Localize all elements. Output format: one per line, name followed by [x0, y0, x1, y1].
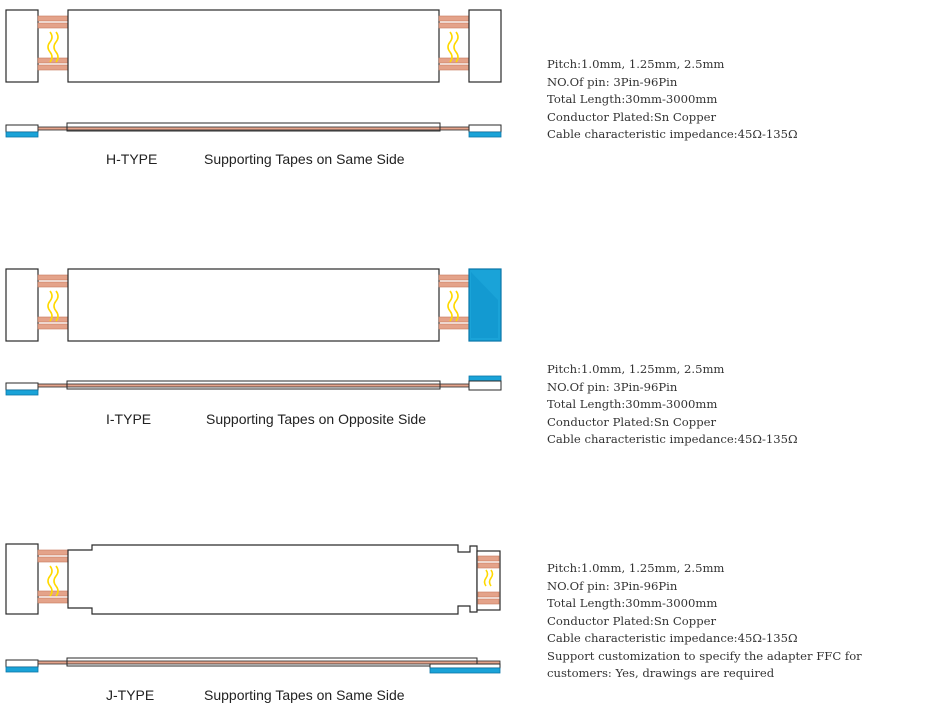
left-exposed-conductors: [37, 549, 69, 604]
spec-line: NO.Of pin: 3Pin-96Pin: [547, 74, 678, 89]
left-tape-blue: [5, 389, 39, 396]
spec-line: Cable characteristic impedance:45Ω-135Ω: [547, 127, 798, 141]
cable-profile: [37, 126, 470, 131]
right-tape-blue: [468, 375, 502, 382]
right-break-squiggle-2: [488, 569, 494, 587]
h-type-spec-list: Pitch:1.0mm, 1.25mm, 2.5mm NO.Of pin: 3P…: [547, 56, 798, 144]
left-tape: [5, 382, 39, 391]
spec-line: Support customization to specify the ada…: [547, 648, 862, 663]
i-type-side-view: [5, 375, 502, 396]
right-tape-blue: [429, 667, 501, 674]
right-break-squiggle-2: [453, 31, 459, 63]
right-exposed-conductors: [438, 274, 470, 330]
cable-profile: [37, 660, 501, 665]
spec-line: NO.Of pin: 3Pin-96Pin: [547, 578, 678, 593]
left-stiffener: [5, 268, 39, 342]
spec-line: Total Length:30mm-3000mm: [547, 397, 718, 411]
j-type-desc: Supporting Tapes on Same Side: [204, 687, 405, 703]
cable-body: [67, 268, 440, 342]
left-tape-blue: [5, 131, 39, 138]
right-tape-blue: [468, 131, 502, 138]
spec-line: Cable characteristic impedance:45Ω-135Ω: [547, 432, 798, 446]
j-type-drawing: [5, 543, 501, 674]
left-tape: [5, 659, 39, 668]
spec-line: Conductor Plated:Sn Copper: [547, 613, 717, 628]
left-stiffener: [5, 543, 39, 615]
left-break-squiggle-2: [53, 31, 59, 63]
left-break-squiggle: [47, 565, 53, 597]
left-break-squiggle: [47, 290, 53, 322]
spec-line: Pitch:1.0mm, 1.25mm, 2.5mm: [547, 561, 725, 575]
cable-profile-inner: [66, 380, 441, 390]
spec-line: Conductor Plated:Sn Copper: [547, 414, 717, 429]
h-type-drawing: [5, 9, 502, 138]
i-type-top-view: [5, 268, 502, 342]
spec-line: Pitch:1.0mm, 1.25mm, 2.5mm: [547, 57, 725, 71]
spec-line: Pitch:1.0mm, 1.25mm, 2.5mm: [547, 362, 725, 376]
left-exposed-conductors: [37, 15, 69, 71]
i-type-drawing: [5, 268, 502, 396]
i-type-spec-list: Pitch:1.0mm, 1.25mm, 2.5mm NO.Of pin: 3P…: [547, 361, 798, 449]
left-exposed-conductors: [37, 274, 69, 330]
j-type-spec-list: Pitch:1.0mm, 1.25mm, 2.5mm NO.Of pin: 3P…: [547, 560, 862, 683]
right-break-squiggle: [447, 290, 453, 322]
right-tape: [429, 663, 501, 669]
right-tape: [468, 124, 502, 133]
cable-profile-inner: [66, 657, 478, 667]
j-type-top-view: [5, 543, 501, 615]
spec-line: customers: Yes, drawings are required: [547, 666, 775, 680]
h-type-side-view: [5, 122, 502, 138]
cable-body-stepped: [67, 544, 478, 615]
right-break-squiggle: [447, 31, 453, 63]
spec-line: NO.Of pin: 3Pin-96Pin: [547, 379, 678, 394]
left-stiffener: [5, 9, 39, 83]
right-exposed-conductors: [438, 15, 470, 71]
right-exposed-conductors: [477, 555, 500, 605]
right-stiffener: [468, 9, 502, 83]
cable-body: [67, 9, 440, 83]
h-type-top-view: [5, 9, 502, 83]
j-type-label: J-TYPE: [106, 687, 155, 703]
right-blue-stiffener-shade: [471, 272, 498, 338]
left-tape: [5, 124, 39, 133]
h-type-label: H-TYPE: [106, 151, 158, 167]
cable-profile: [37, 383, 470, 388]
h-type-desc: Supporting Tapes on Same Side: [204, 151, 405, 167]
spec-line: Total Length:30mm-3000mm: [547, 92, 718, 106]
left-break-squiggle-2: [53, 290, 59, 322]
i-type-label: I-TYPE: [106, 411, 152, 427]
cable-profile-inner: [66, 122, 441, 132]
right-break-squiggle: [483, 569, 489, 587]
spec-line: Cable characteristic impedance:45Ω-135Ω: [547, 631, 798, 645]
j-type-side-view: [5, 657, 501, 674]
right-tape: [468, 380, 502, 391]
left-tape-blue: [5, 666, 39, 673]
i-type-desc: Supporting Tapes on Opposite Side: [206, 411, 427, 427]
spec-line: Conductor Plated:Sn Copper: [547, 109, 717, 124]
spec-line: Total Length:30mm-3000mm: [547, 596, 718, 610]
left-break-squiggle: [47, 31, 53, 63]
left-break-squiggle-2: [53, 565, 59, 597]
right-break-squiggle-2: [453, 290, 459, 322]
